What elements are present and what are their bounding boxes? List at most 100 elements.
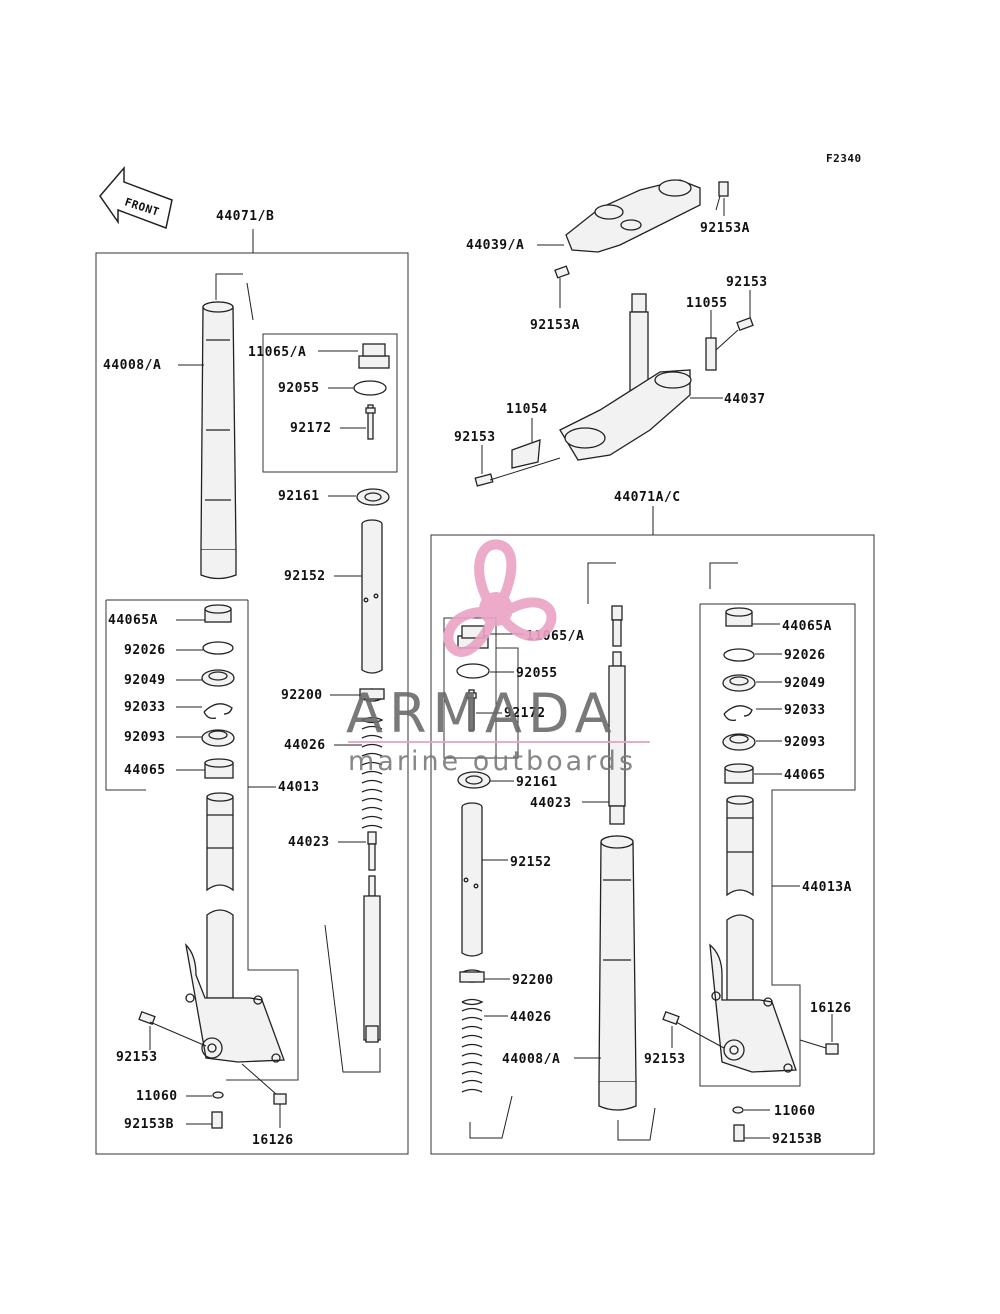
label-44065-right: 44065 xyxy=(784,768,826,783)
label-44008a-left: 44008/A xyxy=(103,358,161,373)
stem-bolt-part xyxy=(715,317,754,351)
upper-bolt-part xyxy=(715,181,729,211)
label-92153-right: 92153 xyxy=(644,1052,686,1067)
guide-bushing-part xyxy=(204,604,232,623)
label-92200-right: 92200 xyxy=(512,973,554,988)
slide-bushing-part xyxy=(204,758,234,779)
clamp-bracket-part xyxy=(511,439,541,469)
label-11060-left: 11060 xyxy=(136,1089,178,1104)
label-92093-left: 92093 xyxy=(124,730,166,745)
slide-bushing-part xyxy=(724,763,754,784)
bushing-part xyxy=(457,771,491,789)
label-44013a: 44013A xyxy=(802,880,852,895)
watermark-subtitle: marine outboards xyxy=(348,746,636,777)
damper-pipe-part xyxy=(461,802,483,957)
drain-bolt-part xyxy=(211,1111,223,1129)
outer-tube-part xyxy=(598,835,637,1111)
label-92161-left: 92161 xyxy=(278,489,320,504)
label-92093-right: 92093 xyxy=(784,735,826,750)
label-11054: 11054 xyxy=(506,402,548,417)
fork-cap-part xyxy=(358,343,390,369)
watermark-title: ARMADA xyxy=(346,682,618,745)
front-arrow-icon: FRONT xyxy=(99,165,173,230)
bleed-bolt-part xyxy=(799,1039,839,1055)
left-fork-assembly: 44071/B 44008/A 11065/A 92055 xyxy=(95,209,409,1155)
label-44039a: 44039/A xyxy=(466,238,524,253)
oil-seal-part xyxy=(722,674,756,692)
label-92153a-mid: 92153A xyxy=(530,318,580,333)
label-92055-right: 92055 xyxy=(516,666,558,681)
dust-seal-part xyxy=(201,729,235,747)
label-11055: 11055 xyxy=(686,296,728,311)
label-92049-left: 92049 xyxy=(124,673,166,688)
label-44008a-right: 44008/A xyxy=(502,1052,560,1067)
label-44023-right: 44023 xyxy=(530,796,572,811)
label-92172-right: 92172 xyxy=(504,706,546,721)
label-92049-right: 92049 xyxy=(784,676,826,691)
label-44013: 44013 xyxy=(278,780,320,795)
outer-tube-part xyxy=(200,301,237,580)
guide-bushing-part xyxy=(725,607,753,627)
fork-spring-part xyxy=(361,716,384,829)
label-92161-right: 92161 xyxy=(516,775,558,790)
upper-triple-clamp-part xyxy=(565,179,701,253)
adjuster-rod-part xyxy=(466,689,477,731)
washer-small-part xyxy=(732,1106,744,1114)
adjuster-rod-part xyxy=(365,404,376,440)
bushing-part xyxy=(356,488,390,506)
cable-guide-part xyxy=(705,337,717,371)
label-92153b-left: 92153B xyxy=(124,1117,174,1132)
watermark: ARMADA marine outboards xyxy=(346,539,650,777)
label-92172-left: 92172 xyxy=(290,421,332,436)
cartridge-part xyxy=(363,875,381,1043)
steering-stem-part xyxy=(559,293,692,461)
inner-tube-part xyxy=(709,795,797,1073)
label-92200-left: 92200 xyxy=(281,688,323,703)
figure-code: F2340 xyxy=(826,152,862,165)
lower-bolt-part xyxy=(474,457,561,487)
label-92153-left: 92153 xyxy=(116,1050,158,1065)
label-44037: 44037 xyxy=(724,392,766,407)
label-92153-clamp: 92153 xyxy=(454,430,496,445)
label-92026-left: 92026 xyxy=(124,643,166,658)
label-11060-right: 11060 xyxy=(774,1104,816,1119)
left-assembly-frame xyxy=(95,252,409,1155)
rod-part xyxy=(367,831,377,871)
clamp-bolt-part xyxy=(554,265,570,279)
label-92153-top: 92153 xyxy=(726,275,768,290)
nut-part xyxy=(459,969,485,983)
label-92033-left: 92033 xyxy=(124,700,166,715)
propeller-logo-icon xyxy=(443,539,557,657)
label-44065a-left: 44065A xyxy=(108,613,158,628)
label-92033-right: 92033 xyxy=(784,703,826,718)
inner-tube-part xyxy=(184,792,285,1063)
axle-bolt-part xyxy=(138,1011,207,1047)
oil-seal-part xyxy=(201,669,235,687)
dust-seal-part xyxy=(722,733,756,751)
nut-part xyxy=(359,688,385,702)
fork-spring-part xyxy=(461,998,484,1093)
o-ring-part xyxy=(353,380,387,396)
label-92152-left: 92152 xyxy=(284,569,326,584)
right-fork-assembly: 44071A/C 11065/A 92055 92172 92161 xyxy=(430,490,875,1155)
drain-bolt-part xyxy=(733,1124,745,1142)
steering-clamps: 92153A 44039/A 92153A 44037 11055 92153 xyxy=(454,179,768,487)
label-92026-right: 92026 xyxy=(784,648,826,663)
retaining-ring-part xyxy=(723,705,753,722)
axle-bolt-part xyxy=(662,1011,725,1049)
label-44026-left: 44026 xyxy=(284,738,326,753)
label-16126-left: 16126 xyxy=(252,1133,294,1148)
label-92153b-right: 92153B xyxy=(772,1132,822,1147)
label-92153a-top: 92153A xyxy=(700,221,750,236)
label-44065-left: 44065 xyxy=(124,763,166,778)
washer-part xyxy=(723,648,755,662)
label-16126-right: 16126 xyxy=(810,1001,852,1016)
label-44023-left: 44023 xyxy=(288,835,330,850)
damper-pipe-part xyxy=(361,519,383,674)
washer-small-part xyxy=(212,1091,224,1099)
washer-part xyxy=(202,641,234,655)
rod-part xyxy=(608,605,626,825)
retaining-ring-part xyxy=(203,703,233,720)
bleed-bolt-part xyxy=(241,1063,287,1128)
